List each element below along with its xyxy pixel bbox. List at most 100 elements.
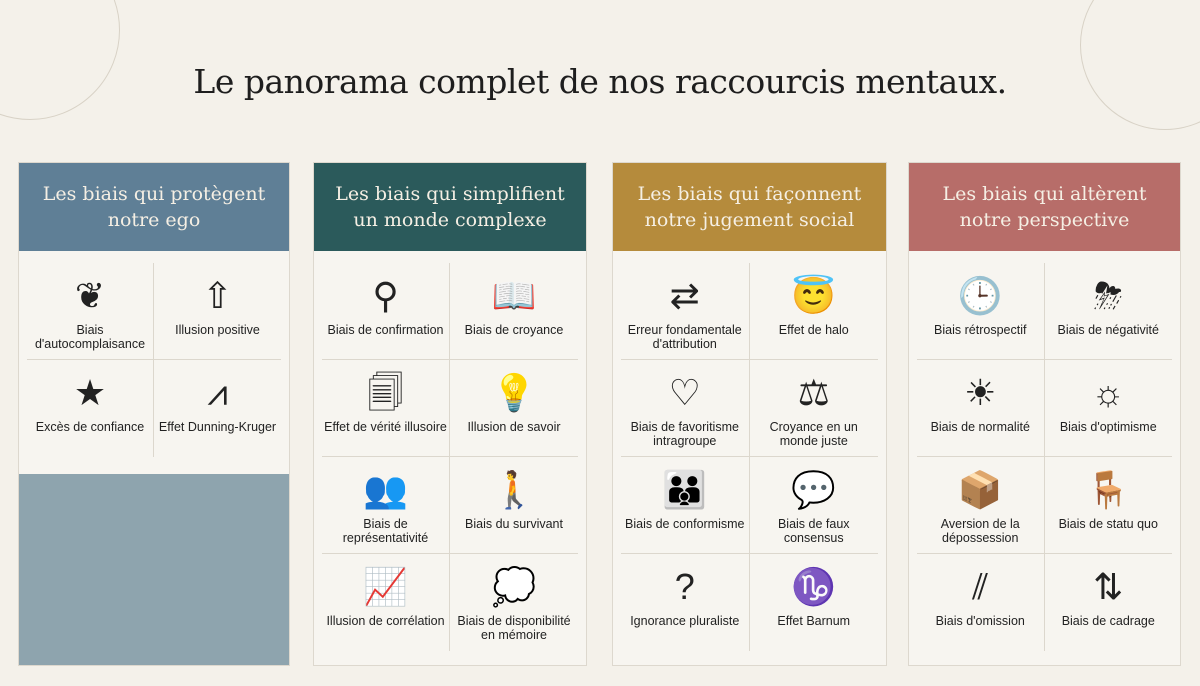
bias-item: ⇄ Erreur fondamentale d'attribution bbox=[621, 263, 750, 360]
bias-label: Biais de normalité bbox=[930, 420, 1030, 434]
group-speech-icon: 👥 bbox=[363, 469, 408, 510]
page-title: Le panorama complet de nos raccourcis me… bbox=[193, 62, 1007, 101]
bias-item: 📖 Biais de croyance bbox=[450, 263, 578, 360]
decorative-neuron bbox=[0, 0, 120, 120]
bias-item: ⩘ Effet Dunning-Kruger bbox=[154, 360, 281, 457]
documents-icon: 🗐 bbox=[367, 372, 404, 413]
bias-label: Effet de vérité illusoire bbox=[324, 420, 447, 434]
bias-item: 🪑 Biais de statu quo bbox=[1044, 457, 1172, 554]
category-title: Les biais qui protègent notre ego bbox=[42, 183, 266, 231]
bias-label: Effet de halo bbox=[778, 323, 849, 337]
category-column-social: Les biais qui façonnent notre jugement s… bbox=[612, 162, 887, 666]
person-sun-icon: ☼ bbox=[1091, 372, 1125, 413]
scales-icon: ⚖ bbox=[797, 372, 830, 413]
bias-label: Biais de croyance bbox=[464, 323, 564, 337]
bias-item: 💭 Biais de disponibilité en mémoire bbox=[450, 554, 578, 651]
bias-item: ⫽ Biais d'omission bbox=[917, 554, 1045, 651]
bias-label: Aversion de la dépossession bbox=[940, 517, 1020, 545]
bias-item: ☼ Biais d'optimisme bbox=[1044, 360, 1172, 457]
question-people-icon: ? bbox=[674, 566, 695, 607]
dominoes-icon: ⫽ bbox=[972, 566, 989, 607]
clock-history-icon: 🕒 bbox=[957, 275, 1003, 316]
bias-label: Biais d'omission bbox=[935, 614, 1025, 628]
category-column-perspective: Les biais qui altèrent notre perspective… bbox=[908, 162, 1181, 666]
bias-item: 🕒 Biais rétrospectif bbox=[917, 263, 1045, 360]
bias-item: 📈Illusion de corrélation bbox=[322, 554, 450, 651]
head-lightbulb-icon: 💡 bbox=[491, 372, 537, 413]
arrow-up-icon: ⇧ bbox=[202, 275, 233, 316]
bias-item: 👪 Biais de conformisme bbox=[621, 457, 750, 554]
bias-item: ⛈ Biais de négativité bbox=[1044, 263, 1172, 360]
bias-label: Biais du survivant bbox=[465, 517, 563, 531]
category-column-simplify: Les biais qui simplifient un monde compl… bbox=[313, 162, 587, 666]
thought-image-icon: 💭 bbox=[491, 566, 537, 607]
bias-label: Biais de favoritisme intragroupe bbox=[630, 420, 739, 448]
bias-item: 🚶 Biais du survivant bbox=[450, 457, 578, 554]
bias-grid: ⚲ Biais de confirmation 📖 Biais de croyance… bbox=[322, 263, 578, 651]
bias-grid: ⇄ Erreur fondamentale d'attribution 😇 Effet… bbox=[621, 263, 878, 651]
bias-item: ❦ Biais d'autocomplaisance bbox=[27, 263, 154, 360]
laurel-icon: ❦ bbox=[74, 275, 106, 316]
bias-item: ☀ Biais de normalité bbox=[917, 360, 1045, 457]
category-column-ego: Les biais qui protègent notre ego ❦ Biais … bbox=[18, 162, 290, 666]
decorative-panel bbox=[19, 474, 289, 665]
bias-label: Biais de conformisme bbox=[625, 517, 745, 531]
survivor-icon: 🚶 bbox=[491, 469, 537, 510]
bias-label: Biais de statu quo bbox=[1058, 517, 1158, 531]
curve-chart-icon: ⩘ bbox=[207, 372, 228, 413]
category-title: Les biais qui simplifient un monde compl… bbox=[335, 183, 565, 231]
bias-label: Biais de confirmation bbox=[327, 323, 444, 337]
bias-label: Biais de disponibilité en mémoire bbox=[457, 614, 571, 642]
category-header: Les biais qui protègent notre ego bbox=[19, 163, 289, 251]
bias-item: ⇧ Illusion positive bbox=[154, 263, 281, 360]
bias-item: ★ Excès de confiance bbox=[27, 360, 154, 457]
bias-label: Excès de confiance bbox=[35, 420, 145, 434]
bias-label: Effet Dunning-Kruger bbox=[158, 420, 277, 434]
category-title: Les biais qui altèrent notre perspective bbox=[942, 183, 1147, 231]
bias-label: Croyance en un monde juste bbox=[769, 420, 858, 448]
storm-cloud-icon: ⛈ bbox=[1093, 275, 1123, 316]
armchair-icon: 🪑 bbox=[1085, 469, 1131, 510]
category-header: Les biais qui altèrent notre perspective bbox=[909, 163, 1180, 251]
flexing-star-icon: ★ bbox=[73, 372, 107, 413]
bias-item: 📦 Aversion de la dépossession bbox=[917, 457, 1045, 554]
bias-item: 💡 Illusion de savoir bbox=[450, 360, 578, 457]
category-header: Les biais qui simplifient un monde compl… bbox=[314, 163, 586, 251]
book-question-icon: 📖 bbox=[491, 275, 537, 316]
person-weather-icon: ☀ bbox=[964, 372, 997, 413]
bias-item: ♑Effet Barnum bbox=[750, 554, 879, 651]
bias-label: Biais de négativité bbox=[1057, 323, 1159, 337]
bias-grid: ❦ Biais d'autocomplaisance ⇧ Illusion posit… bbox=[27, 263, 281, 457]
magnifier-check-icon: ⚲ bbox=[372, 275, 399, 316]
halo-person-icon: 😇 bbox=[791, 275, 837, 316]
bias-item: 💬 Biais de faux consensus bbox=[749, 457, 878, 554]
bias-label: Illusion de savoir bbox=[467, 420, 561, 434]
thought-group-icon: 💬 bbox=[791, 469, 837, 510]
bias-label: Biais de faux consensus bbox=[777, 517, 850, 545]
bias-item: 🗐 Effet de vérité illusoire bbox=[322, 360, 450, 457]
bias-label: Erreur fondamentale d'attribution bbox=[627, 323, 742, 351]
group-heart-icon: ♡ bbox=[668, 372, 701, 413]
bias-label: Effet Barnum bbox=[777, 614, 851, 628]
bias-item: ? Ignorance pluraliste bbox=[621, 554, 750, 651]
bias-item: 😇 Effet de halo bbox=[749, 263, 878, 360]
bias-grid: 🕒 Biais rétrospectif ⛈ Biais de négativité ☀… bbox=[917, 263, 1172, 651]
bias-item: ♡ Biais de favoritisme intragroupe bbox=[621, 360, 750, 457]
bias-label: Ignorance pluraliste bbox=[630, 614, 740, 628]
bias-label: Biais de cadrage bbox=[1061, 614, 1155, 628]
bias-item: 👥 Biais de représentativité bbox=[322, 457, 450, 554]
bias-item: ⚖ Croyance en un monde juste bbox=[749, 360, 878, 457]
bias-item: ⚲ Biais de confirmation bbox=[322, 263, 450, 360]
bias-label: Illusion positive bbox=[175, 323, 260, 337]
bias-label: Biais d'optimisme bbox=[1059, 420, 1157, 434]
bias-label: Biais de représentativité bbox=[342, 517, 429, 545]
crowd-icon: 👪 bbox=[662, 469, 708, 510]
people-arrow-icon: ⇄ bbox=[669, 275, 700, 316]
category-header: Les biais qui façonnent notre jugement s… bbox=[613, 163, 886, 251]
bias-label: Biais d'autocomplaisance bbox=[34, 323, 146, 351]
bias-item: ⇅Biais de cadrage bbox=[1045, 554, 1173, 651]
line-chart-icon: 📈 bbox=[363, 566, 408, 607]
bias-label: Biais rétrospectif bbox=[934, 323, 1027, 337]
hand-box-icon: 📦 bbox=[957, 469, 1003, 510]
category-title: Les biais qui façonnent notre jugement s… bbox=[637, 183, 862, 231]
